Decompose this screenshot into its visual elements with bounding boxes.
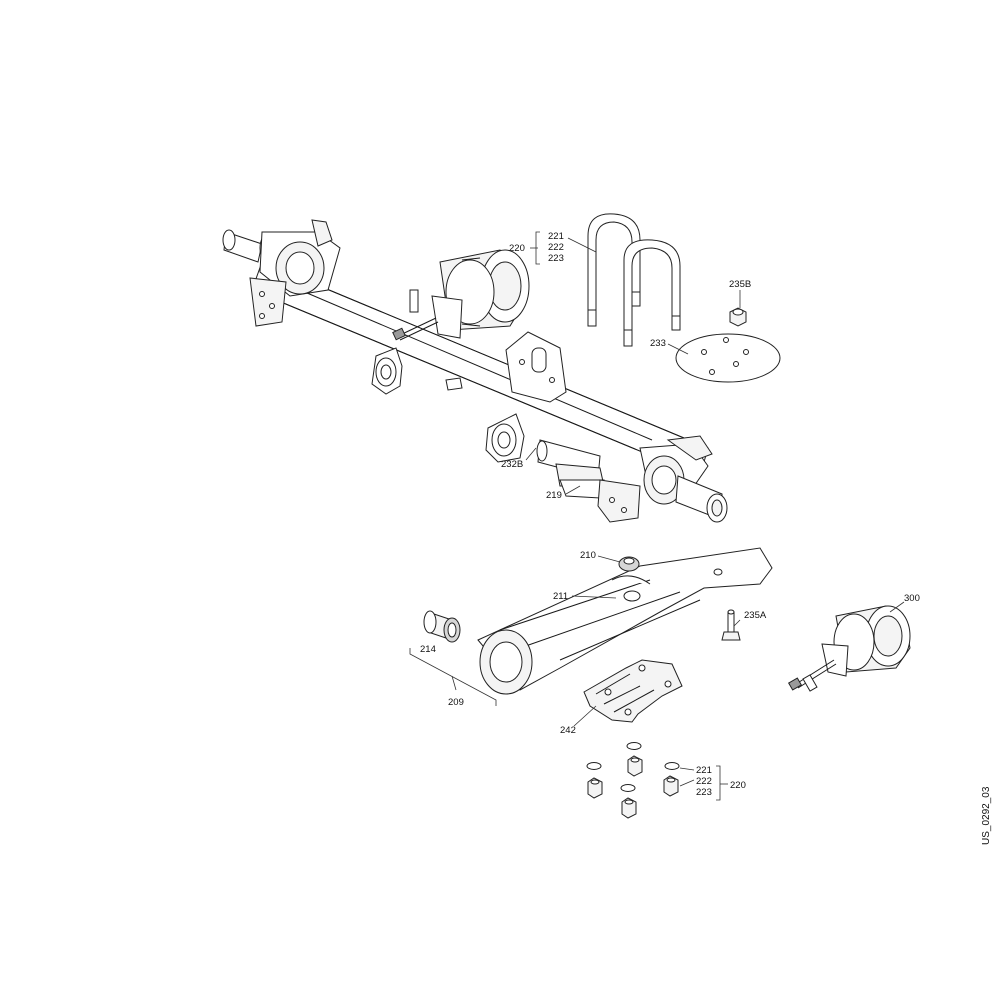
label-232b: 232B [501,459,523,470]
nut-235b [729,307,747,327]
drawing-code: US_0292_03 [981,786,992,845]
flange-plate-232b [485,413,525,463]
label-210: 210 [580,550,596,561]
label-235b: 235B [729,279,751,290]
u-bolts [587,213,681,347]
brake-chamber-300 [787,605,911,692]
label-220-lower: 220 [730,780,746,791]
label-222-upper: 222 [548,242,564,253]
label-233: 233 [650,338,666,349]
spring-arm-211 [477,547,773,695]
label-214: 214 [420,644,436,655]
label-242: 242 [560,725,576,736]
center-bracket [505,331,567,403]
label-211: 211 [553,591,568,602]
label-221-lower: 221 [696,765,712,776]
pad-plate-233 [675,333,781,383]
plate-242 [583,659,683,723]
label-222-lower: 222 [696,776,712,787]
leader-lines [409,231,905,801]
label-223-upper: 223 [548,253,564,264]
label-219: 219 [546,490,562,501]
cap-210 [618,556,640,572]
left-hub [222,219,341,327]
part-labels: 221 222 223 220 235B 233 232B 219 210 21… [420,231,920,798]
bushing-214 [423,610,461,643]
label-300: 300 [904,593,920,604]
brake-chamber-upper [392,249,530,341]
small-tab [445,377,463,391]
label-209: 209 [448,697,464,708]
washers-and-nuts [586,742,680,819]
flange-plate-left [371,347,403,395]
label-223-lower: 223 [696,787,712,798]
label-221-upper: 221 [548,231,564,242]
bolt-235a [721,609,741,641]
label-235a: 235A [744,610,767,621]
label-220-upper: 220 [509,243,525,254]
right-hub [536,435,728,523]
